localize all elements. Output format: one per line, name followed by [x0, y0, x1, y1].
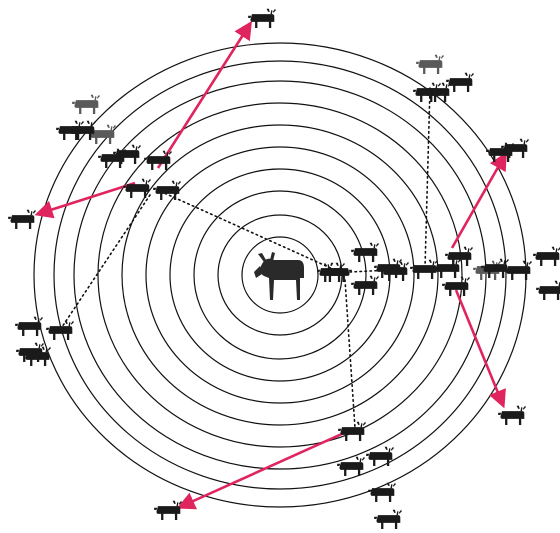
dispersal-arrow: [452, 155, 505, 248]
dotted-link: [162, 192, 335, 270]
moose-icon: [416, 55, 444, 74]
moose-icon: [446, 73, 474, 92]
moose-icon: [15, 317, 43, 336]
moose-icon: [374, 510, 402, 529]
moose-icon: [498, 406, 526, 425]
dispersal-arrow: [158, 24, 250, 168]
moose-icon: [338, 422, 366, 441]
dotted-links: [60, 88, 430, 428]
dispersal-arrow: [180, 428, 355, 507]
moose-icon: [248, 9, 276, 28]
dotted-link: [60, 195, 150, 330]
moose-icon: [533, 247, 560, 266]
moose-icon: [486, 143, 514, 162]
center-moose-antler-left: [258, 253, 266, 262]
center-moose-icon: [254, 252, 304, 300]
moose-icon: [8, 210, 36, 229]
moose-icon: [154, 501, 182, 520]
moose-icon: [445, 247, 473, 266]
moose-icon: [351, 276, 379, 295]
moose-icon: [72, 95, 100, 114]
dispersal-arrow: [456, 290, 503, 405]
center-moose-body: [260, 259, 304, 300]
center-moose-antler-right: [270, 252, 275, 261]
moose-icon: [536, 281, 560, 300]
moose-icon: [98, 149, 126, 168]
moose-icon: [504, 261, 532, 280]
moose-icon: [153, 181, 181, 200]
